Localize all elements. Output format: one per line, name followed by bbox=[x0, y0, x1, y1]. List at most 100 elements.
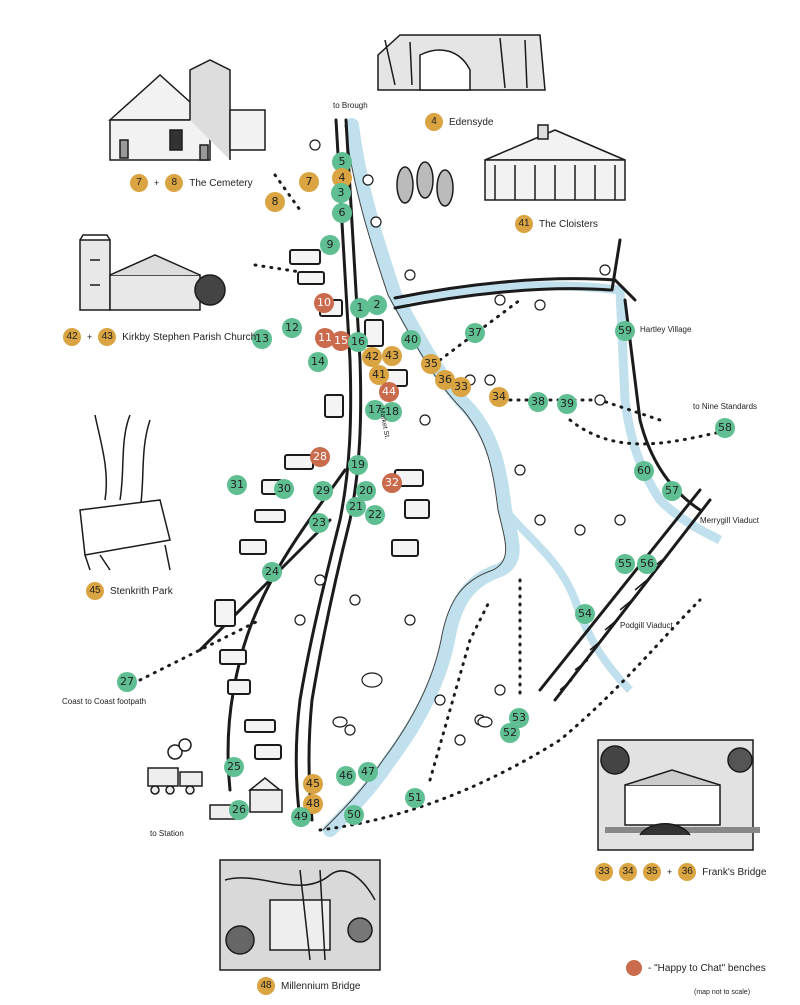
map-marker-7[interactable]: 7 bbox=[299, 172, 319, 192]
map-marker-20[interactable]: 20 bbox=[356, 481, 376, 501]
map-marker-32[interactable]: 32 bbox=[382, 473, 402, 493]
main-street bbox=[294, 118, 353, 822]
map-marker-10[interactable]: 10 bbox=[314, 293, 334, 313]
map-marker-30[interactable]: 30 bbox=[274, 479, 294, 499]
label-podgill-viaduct: Podgill Viaduct bbox=[620, 621, 673, 630]
map-marker-42[interactable]: 42 bbox=[362, 347, 382, 367]
map-marker-51[interactable]: 51 bbox=[405, 788, 425, 808]
map-marker-22[interactable]: 22 bbox=[365, 505, 385, 525]
map-marker-24[interactable]: 24 bbox=[262, 562, 282, 582]
map-marker-14[interactable]: 14 bbox=[308, 352, 328, 372]
marker-number: 35 bbox=[643, 863, 661, 881]
river-edge-left bbox=[322, 124, 507, 831]
river-eden bbox=[323, 118, 520, 837]
map-marker-37[interactable]: 37 bbox=[465, 323, 485, 343]
map-marker-18[interactable]: 18 bbox=[382, 402, 402, 422]
map-marker-25[interactable]: 25 bbox=[224, 757, 244, 777]
caption-church: 42 + 43 Kirkby Stephen Parish Church bbox=[63, 328, 256, 346]
map-marker-8[interactable]: 8 bbox=[265, 192, 285, 212]
stenkrith-sketch bbox=[79, 414, 171, 571]
hartley-beck bbox=[399, 281, 723, 545]
map-marker-21[interactable]: 21 bbox=[346, 497, 366, 517]
map-marker-1[interactable]: 1 bbox=[350, 298, 370, 318]
map-marker-39[interactable]: 39 bbox=[557, 394, 577, 414]
map-marker-41[interactable]: 41 bbox=[369, 365, 389, 385]
map-marker-26[interactable]: 26 bbox=[229, 800, 249, 820]
map-marker-52[interactable]: 52 bbox=[500, 723, 520, 743]
railway bbox=[538, 488, 712, 702]
place-label: The Cloisters bbox=[539, 218, 598, 230]
bench-swatch bbox=[626, 960, 642, 976]
map-marker-27[interactable]: 27 bbox=[117, 672, 137, 692]
map-marker-17[interactable]: 17 bbox=[365, 400, 385, 420]
map-marker-38[interactable]: 38 bbox=[528, 392, 548, 412]
caption-cloisters: 41 The Cloisters bbox=[515, 215, 598, 233]
marker-number: 8 bbox=[165, 174, 184, 192]
map-marker-28[interactable]: 28 bbox=[310, 447, 330, 467]
hartley-road-b bbox=[393, 287, 612, 310]
map-marker-43[interactable]: 43 bbox=[382, 346, 402, 366]
marker-number: 41 bbox=[515, 215, 533, 233]
map-marker-2[interactable]: 2 bbox=[367, 295, 387, 315]
church-sketch bbox=[79, 234, 226, 311]
path-south-2 bbox=[428, 598, 492, 782]
map-marker-9[interactable]: 9 bbox=[320, 235, 340, 255]
place-label: Stenkrith Park bbox=[110, 585, 173, 597]
cloisters-sketch bbox=[484, 124, 626, 201]
marker-number: 45 bbox=[86, 582, 104, 600]
map-marker-31[interactable]: 31 bbox=[227, 475, 247, 495]
map-marker-34[interactable]: 34 bbox=[489, 387, 509, 407]
map-marker-45[interactable]: 45 bbox=[303, 774, 323, 794]
marker-number: 36 bbox=[678, 863, 697, 881]
caption-stenkrith: 45 Stenkrith Park bbox=[86, 582, 173, 600]
map-marker-33[interactable]: 33 bbox=[451, 377, 471, 397]
map-marker-55[interactable]: 55 bbox=[615, 554, 635, 574]
map-marker-11[interactable]: 11 bbox=[315, 328, 335, 348]
caption-edensyde: 4 Edensyde bbox=[425, 113, 493, 131]
map-marker-6[interactable]: 6 bbox=[332, 203, 352, 223]
marker-number: 48 bbox=[257, 977, 275, 995]
map-marker-23[interactable]: 23 bbox=[309, 513, 329, 533]
map-marker-44[interactable]: 44 bbox=[379, 382, 399, 402]
map-marker-3[interactable]: 3 bbox=[331, 183, 351, 203]
path-coast bbox=[138, 618, 262, 682]
map-marker-59[interactable]: 59 bbox=[615, 321, 635, 341]
map-marker-50[interactable]: 50 bbox=[344, 805, 364, 825]
map-marker-19[interactable]: 19 bbox=[348, 455, 368, 475]
map-marker-15[interactable]: 15 bbox=[331, 331, 351, 351]
path-cemetery bbox=[273, 173, 302, 212]
map-marker-12[interactable]: 12 bbox=[282, 318, 302, 338]
map-marker-16[interactable]: 16 bbox=[348, 332, 368, 352]
edensyde-sketch bbox=[377, 34, 546, 91]
map-marker-54[interactable]: 54 bbox=[575, 604, 595, 624]
label-nine-standards: to Nine Standards bbox=[693, 402, 758, 411]
millennium-bridge-sketch bbox=[219, 859, 381, 971]
hartley-road bbox=[393, 277, 637, 302]
map-marker-58[interactable]: 58 bbox=[715, 418, 735, 438]
legend-benches: - "Happy to Chat" benches bbox=[626, 960, 766, 976]
map-marker-56[interactable]: 56 bbox=[637, 554, 657, 574]
map-marker-57[interactable]: 57 bbox=[662, 481, 682, 501]
map-marker-5[interactable]: 5 bbox=[332, 152, 352, 172]
map-marker-35[interactable]: 35 bbox=[421, 354, 441, 374]
place-label: The Cemetery bbox=[189, 177, 253, 189]
label-to-station: to Station bbox=[150, 829, 184, 838]
connector: + bbox=[154, 178, 160, 188]
map-marker-46[interactable]: 46 bbox=[336, 766, 356, 786]
label-coast-to-coast: Coast to Coast footpath bbox=[62, 697, 147, 706]
map-marker-60[interactable]: 60 bbox=[634, 461, 654, 481]
label-hartley-village: Hartley Village bbox=[640, 325, 692, 334]
map-marker-36[interactable]: 36 bbox=[435, 370, 455, 390]
map-marker-13[interactable]: 13 bbox=[252, 329, 272, 349]
road-southwest bbox=[198, 518, 332, 652]
map-marker-29[interactable]: 29 bbox=[313, 481, 333, 501]
label-to-brough: to Brough bbox=[333, 101, 368, 110]
map-marker-49[interactable]: 49 bbox=[291, 807, 311, 827]
map-marker-47[interactable]: 47 bbox=[358, 762, 378, 782]
place-label: Millennium Bridge bbox=[281, 980, 361, 992]
marker-number: 42 bbox=[63, 328, 81, 346]
map-marker-40[interactable]: 40 bbox=[401, 330, 421, 350]
place-label: Edensyde bbox=[449, 116, 494, 128]
connector: + bbox=[87, 332, 93, 342]
